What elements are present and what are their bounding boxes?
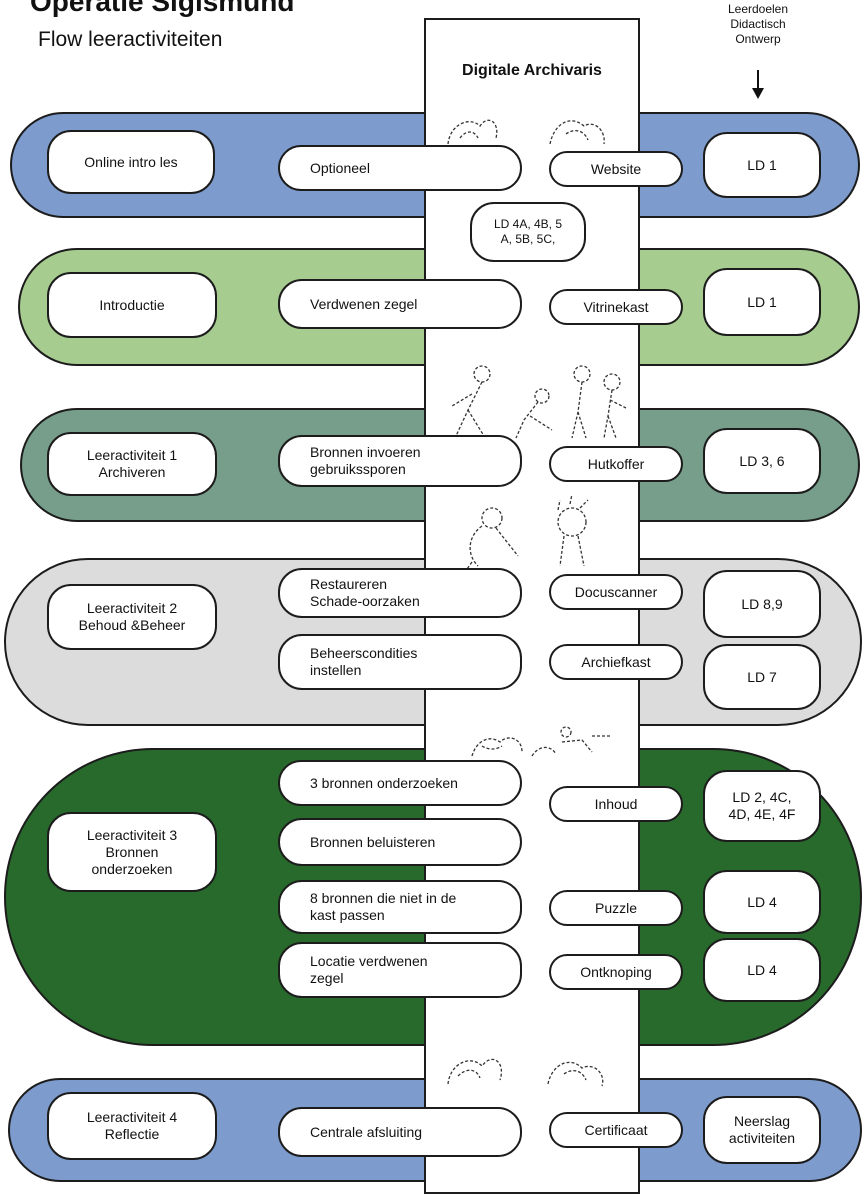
goal-pill: LD 3, 6 [703, 428, 821, 494]
goal-pill: LD 1 [703, 132, 821, 198]
tool-pill: Hutkoffer [549, 446, 683, 482]
tool-pill: Docuscanner [549, 574, 683, 610]
people-sketch-icon [471, 726, 612, 757]
phase-pill: Online intro les [47, 130, 215, 194]
tool-pill: Certificaat [549, 1112, 683, 1148]
tool-pill: Website [549, 151, 683, 187]
diagram-title: Operatie Sigismund [30, 0, 295, 17]
activity-pill: Verdwenen zegel [278, 279, 522, 329]
phase-pill: Leeractiviteit 2 Behoud &Beheer [47, 584, 217, 650]
goal-pill: LD 8,9 [703, 570, 821, 638]
digital-archivist-title: Digitale Archivaris [462, 62, 602, 79]
phase-pill: Introductie [47, 272, 217, 338]
diagram-subtitle: Flow leeractiviteiten [38, 28, 223, 51]
activity-pill: Bronnen invoeren gebruikssporen [278, 435, 522, 487]
activity-pill: Beheerscondities instellen [278, 634, 522, 690]
people-sketch-icon [447, 119, 605, 145]
goal-pill: Neerslag activiteiten [703, 1096, 821, 1164]
goal-pill: LD 2, 4C, 4D, 4E, 4F [703, 770, 821, 842]
phase-pill: Leeractiviteit 4 Reflectie [47, 1092, 217, 1160]
tool-pill: Archiefkast [549, 644, 683, 680]
tool-pill: Inhoud [549, 786, 683, 822]
activity-pill: Optioneel [278, 145, 522, 191]
phase-pill: Leeractiviteit 1 Archiveren [47, 432, 217, 496]
people-sketch-icon [451, 365, 627, 439]
activity-pill: Locatie verdwenen zegel [278, 942, 522, 998]
arrow-down-icon [752, 70, 764, 99]
activity-pill: Bronnen beluisteren [278, 818, 522, 866]
activity-pill: 3 bronnen onderzoeken [278, 760, 522, 806]
tool-pill: Ontknoping [549, 954, 683, 990]
activity-pill: 8 bronnen die niet in de kast passen [278, 880, 522, 934]
goal-pill: LD 4 [703, 870, 821, 934]
goal-pill: LD 7 [703, 644, 821, 710]
activity-pill: Restaureren Schade-oorzaken [278, 568, 522, 618]
goals-column-note: Leerdoelen Didactisch Ontwerp [727, 2, 789, 46]
people-sketch-icon [447, 1058, 604, 1087]
tool-pill: Vitrinekast [549, 289, 683, 325]
people-sketch-icon [461, 496, 589, 576]
tool-pill: Puzzle [549, 890, 683, 926]
activity-pill: Centrale afsluiting [278, 1107, 522, 1157]
goal-pill-extra: LD 4A, 4B, 5 A, 5B, 5C, [470, 202, 586, 262]
phase-pill: Leeractiviteit 3 Bronnen onderzoeken [47, 812, 217, 892]
goal-pill: LD 4 [703, 938, 821, 1002]
goal-pill: LD 1 [703, 268, 821, 336]
